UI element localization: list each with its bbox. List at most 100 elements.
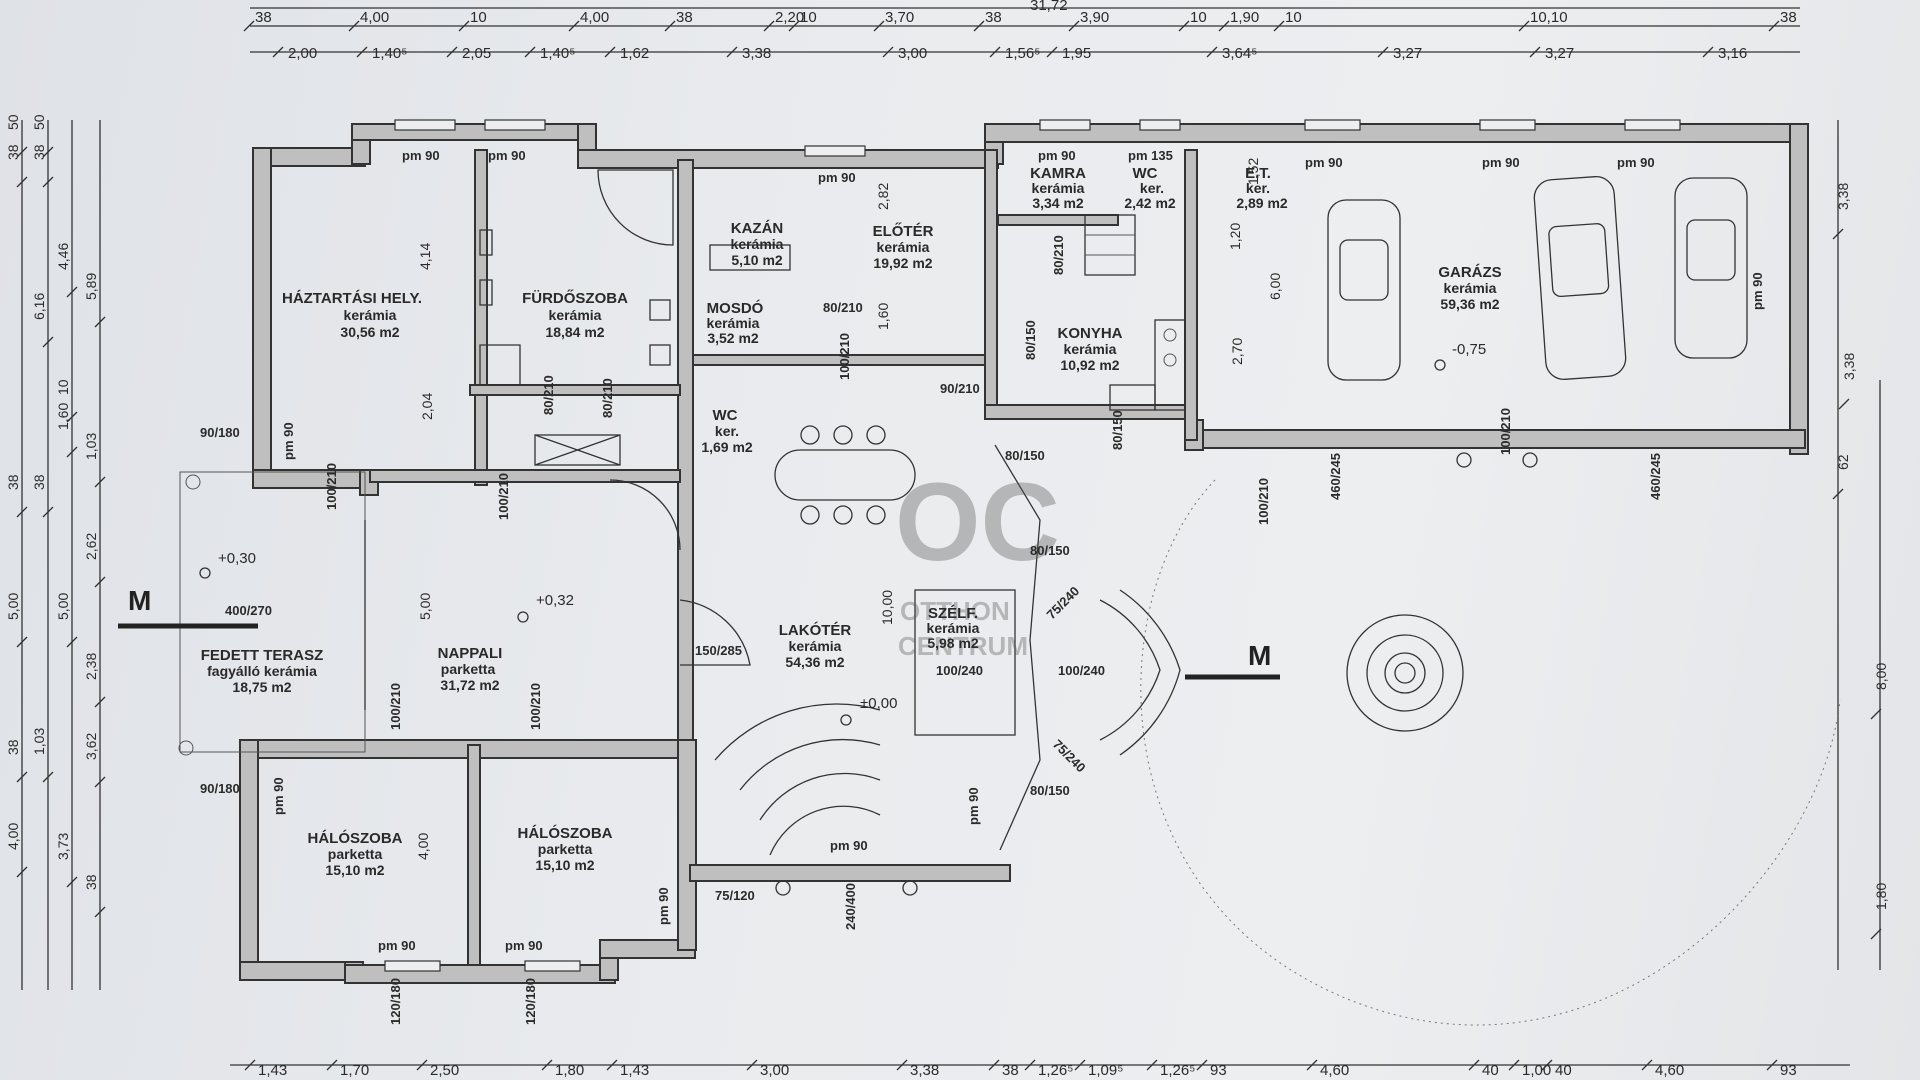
left-dimension-label: 3,73 xyxy=(55,833,71,860)
dimension-tick xyxy=(726,46,738,58)
inner-dimension-label: 4,00 xyxy=(415,833,431,860)
top-dimension-label: 3,27 xyxy=(1545,45,1574,62)
left-dimension-label: 10 xyxy=(55,379,71,395)
dimension-tick xyxy=(94,906,106,918)
inner-dimension-label: 6,00 xyxy=(1267,273,1283,300)
top-dimension-lines xyxy=(250,7,1800,53)
top-dimension-label: 3,38 xyxy=(742,45,771,62)
svg-text:2,89 m2: 2,89 m2 xyxy=(1236,195,1288,211)
top-dimension-label: 38 xyxy=(255,9,272,26)
dimension-tick xyxy=(272,46,284,58)
window-opening xyxy=(1624,119,1681,131)
svg-text:LAKÓTÉR: LAKÓTÉR xyxy=(779,621,852,639)
dimension-tick xyxy=(606,1059,618,1071)
svg-text:parketta: parketta xyxy=(328,846,383,862)
door-size-label: 80/150 xyxy=(1030,783,1070,798)
left-dimension-label: 50 xyxy=(31,114,47,130)
opening-label: pm 90 xyxy=(1750,272,1765,310)
dimension-tick xyxy=(66,286,78,298)
opening-label: pm 90 xyxy=(1482,155,1520,170)
top-dimension-label: 1,90 xyxy=(1230,9,1259,26)
dimension-tick xyxy=(42,176,54,188)
bottom-dimension-label: 1,70 xyxy=(340,1062,369,1079)
right-dimension-label: 1,80 xyxy=(1873,883,1889,910)
dimension-tick xyxy=(1870,928,1882,940)
svg-text:kerámia: kerámia xyxy=(731,236,784,252)
level-markers: +0,30 +0,32 ±0,00 -0,75 xyxy=(199,341,1486,726)
left-dimension-lines xyxy=(21,120,101,990)
room-label: KONYHA kerámia 10,92 m2 xyxy=(1057,325,1122,373)
dimension-tick xyxy=(604,46,616,58)
driveway-outline xyxy=(1140,479,1841,1026)
svg-text:ker.: ker. xyxy=(1140,180,1164,196)
svg-text:5,98 m2: 5,98 m2 xyxy=(927,635,979,651)
svg-text:19,92 m2: 19,92 m2 xyxy=(873,255,932,271)
spiral-staircase xyxy=(714,703,881,856)
dimension-tick xyxy=(356,46,368,58)
dimension-tick xyxy=(1870,708,1882,720)
stairs-pantry xyxy=(1084,214,1136,276)
dimension-tick xyxy=(1024,1059,1036,1071)
door-size-label: 150/285 xyxy=(695,643,742,658)
dimension-tick xyxy=(1306,1059,1318,1071)
top-dimension-label: 10 xyxy=(1285,9,1302,26)
section-mark-left: M xyxy=(128,585,151,616)
dimension-tick xyxy=(66,876,78,888)
top-dimension-label: 2,20 xyxy=(775,9,804,26)
door-size-label: 80/210 xyxy=(823,300,863,315)
door-size-label: 75/240 xyxy=(1050,737,1089,776)
door-size-label: 100/240 xyxy=(936,663,983,678)
svg-text:fagyálló kerámia: fagyálló kerámia xyxy=(207,663,317,679)
bottom-dimension-label: 40 xyxy=(1482,1062,1499,1079)
opening-label: pm 90 xyxy=(1305,155,1343,170)
top-dimension-label: 10 xyxy=(470,9,487,26)
door-size-label: 80/210 xyxy=(541,375,556,415)
bottom-dimension-label: 4,60 xyxy=(1320,1062,1349,1079)
svg-text:kerámia: kerámia xyxy=(707,315,760,331)
window-opening xyxy=(1039,119,1091,131)
top-total-dimension: 31,72 xyxy=(1030,0,1068,14)
dimension-tick xyxy=(1768,20,1780,32)
door-size-label: 100/210 xyxy=(388,683,403,730)
room-label: E.T. ker. 2,89 m2 xyxy=(1236,165,1288,211)
right-dimension-label: 3,38 xyxy=(1841,353,1857,380)
room-label: KAMRA kerámia 3,34 m2 xyxy=(1030,165,1086,211)
door-size-label: 400/270 xyxy=(225,603,272,618)
svg-text:HÁLÓSZOBA: HÁLÓSZOBA xyxy=(308,829,403,847)
top-dimension-label: 10,10 xyxy=(1530,9,1568,26)
dimension-tick xyxy=(66,636,78,648)
dimension-tick xyxy=(568,20,580,32)
top-dimension-label: 3,70 xyxy=(885,9,914,26)
room-label: FEDETT TERASZ fagyálló kerámia 18,75 m2 xyxy=(201,647,324,695)
dimension-tick xyxy=(16,771,28,783)
inner-dimension-label: 2,82 xyxy=(875,183,891,210)
dimension-tick xyxy=(94,476,106,488)
top-dimension-label: 10 xyxy=(800,9,817,26)
inner-dimension-label: 1,52 xyxy=(1245,158,1261,185)
svg-text:31,72 m2: 31,72 m2 xyxy=(440,677,499,693)
door-size-label: 90/180 xyxy=(200,781,240,796)
boiler-unit xyxy=(709,244,791,271)
svg-text:5,10 m2: 5,10 m2 xyxy=(731,252,783,268)
left-dimension-label: 1,60 xyxy=(55,403,71,430)
window-opening xyxy=(804,145,866,157)
room-label: NAPPALI parketta 31,72 m2 xyxy=(438,645,503,693)
dimension-tick xyxy=(42,146,54,158)
left-dimension-label: 1,03 xyxy=(31,728,47,755)
opening-label: pm 90 xyxy=(1617,155,1655,170)
dimension-tick xyxy=(16,636,28,648)
svg-text:18,75 m2: 18,75 m2 xyxy=(232,679,291,695)
vestibule-walls xyxy=(914,589,1016,736)
opening-label: pm 90 xyxy=(1038,148,1076,163)
garage-column xyxy=(1522,452,1538,468)
bottom-dimension-label: 93 xyxy=(1210,1062,1227,1079)
top-dimension-label: 38 xyxy=(1780,9,1797,26)
dimension-tick xyxy=(1468,1059,1480,1071)
svg-text:FÜRDŐSZOBA: FÜRDŐSZOBA xyxy=(522,289,628,307)
svg-text:E.T.: E.T. xyxy=(1245,165,1271,182)
svg-text:kerámia: kerámia xyxy=(1444,280,1497,296)
bottom-dimension-label: 38 xyxy=(1002,1062,1019,1079)
svg-text:3,34 m2: 3,34 m2 xyxy=(1032,195,1084,211)
door-size-label: 75/120 xyxy=(715,888,755,903)
door-size-label: 80/150 xyxy=(1030,543,1070,558)
